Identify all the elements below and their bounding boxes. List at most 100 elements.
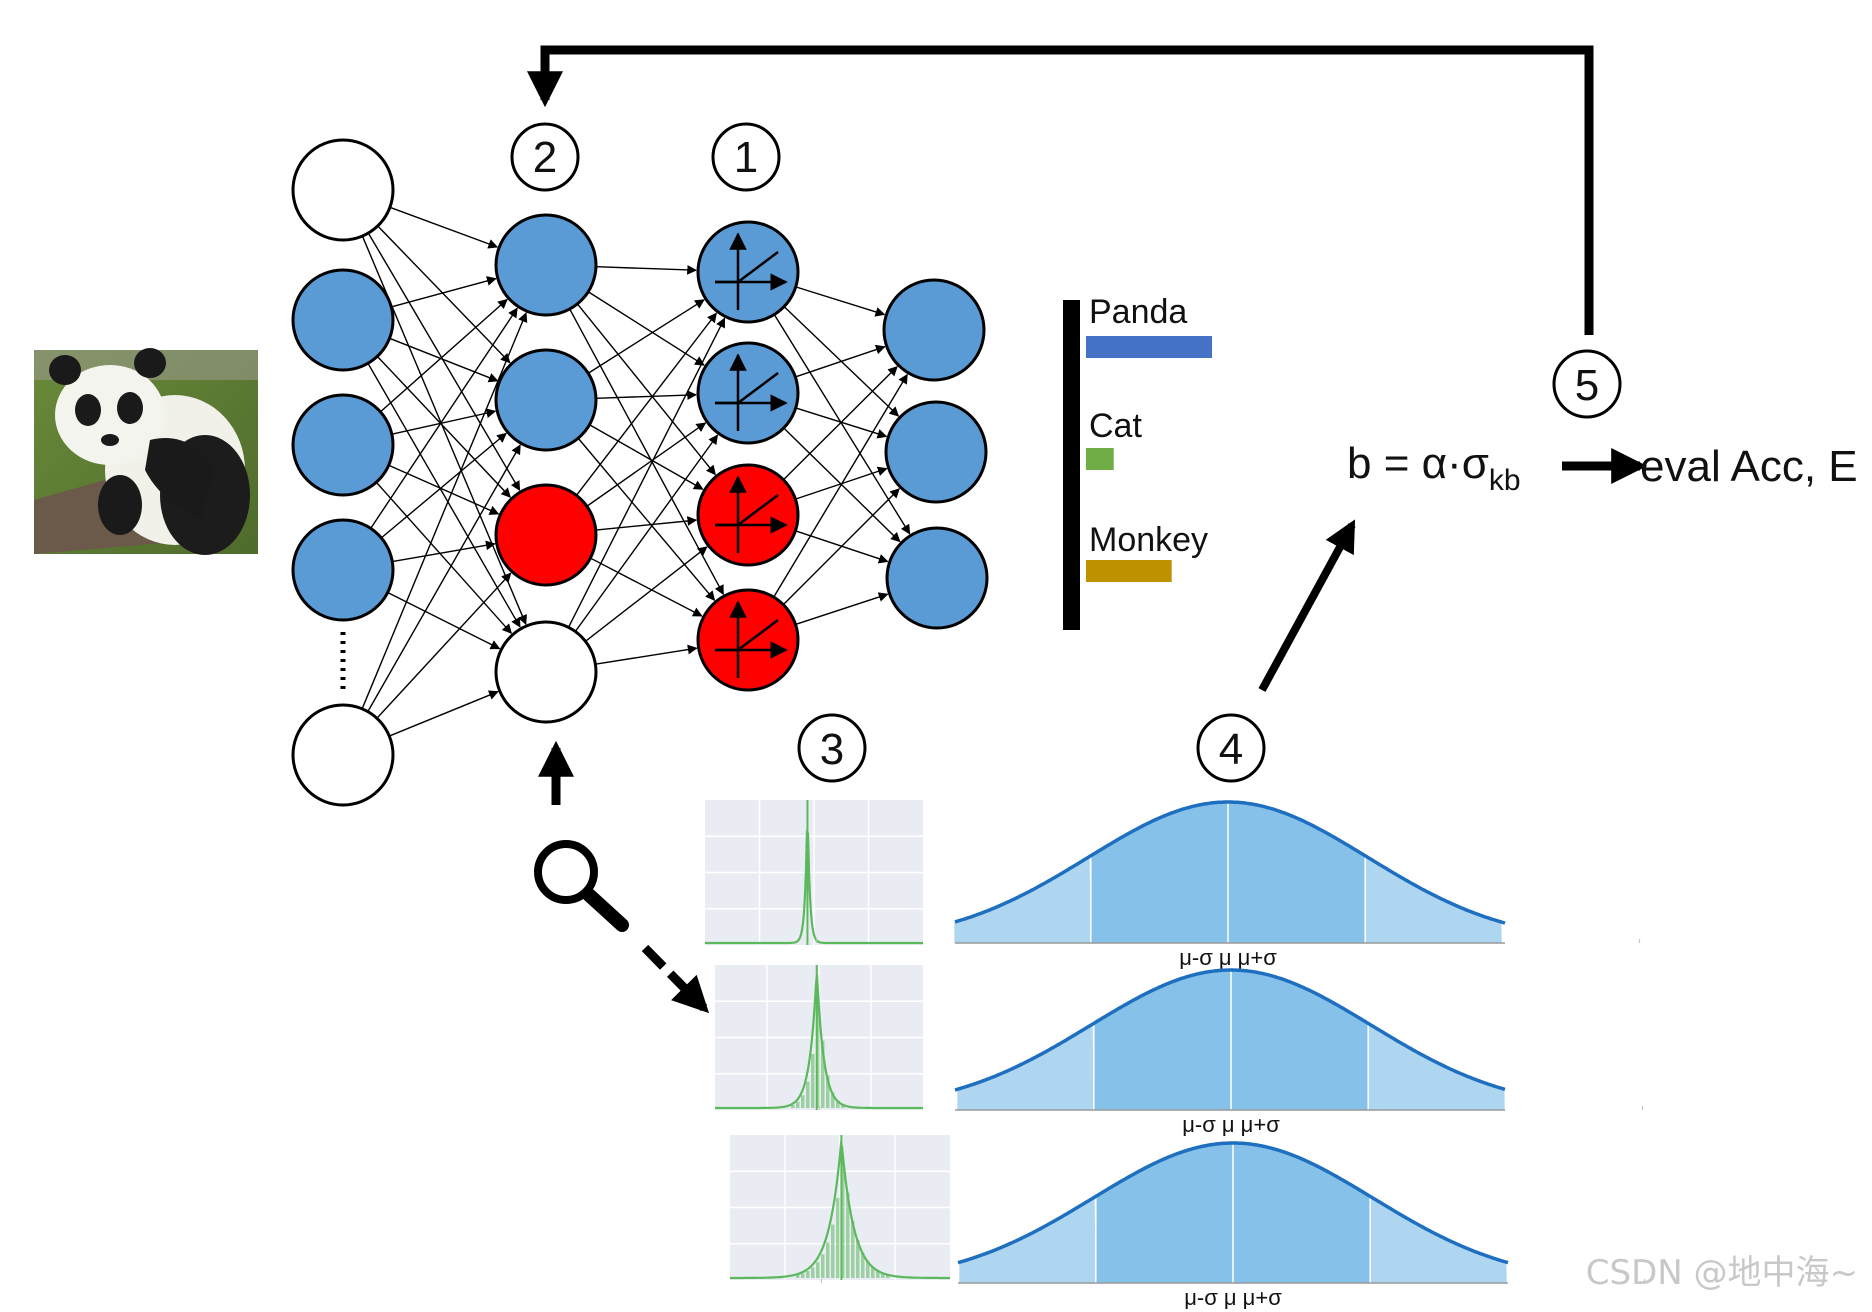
input-layer [291,138,395,807]
input-node [291,518,395,622]
network-edge [587,291,705,366]
network-edge [391,408,497,435]
network-edge [361,312,528,710]
relu-node [696,220,800,324]
panda-input-image [34,348,258,555]
relu-node [696,341,800,445]
eval-result-text: eval Acc, E [1640,442,1858,491]
network-edge [370,307,518,529]
normal-distribution: μ-σ μ μ+σ [820,1141,1646,1310]
network-edge [773,373,908,598]
output-node [882,278,986,382]
hidden-node [494,348,598,452]
hidden-node [494,620,598,724]
input-node [291,268,395,372]
svg-text:b = α·σkb: b = α·σkb [1347,439,1521,497]
relu-icon [715,232,788,310]
class-score-bar [1086,560,1172,582]
svg-text:4: 4 [1219,725,1243,774]
network-edge [367,232,521,492]
step-marker-3: 3 [797,713,867,783]
watermark: CSDN @地中海~ [1585,1253,1858,1293]
network-edge [379,298,508,413]
hidden-node-highlighted [494,483,598,587]
step-marker-2: 2 [510,122,580,192]
network-edge [773,314,911,535]
activation-histogram [705,800,923,945]
network-edge [795,344,886,378]
relu-node-highlighted [696,463,800,567]
network-edge [575,312,717,496]
network-edge [595,516,698,531]
output-node [884,400,988,504]
input-node [291,393,395,497]
activation-histograms [705,800,950,1280]
sigma-range-label: μ-σ μ μ+σ [1179,945,1277,970]
network-edge [392,540,496,563]
network-edge [795,286,886,317]
step-marker-5: 5 [1552,349,1622,419]
network-connections [361,206,911,737]
distribution-to-formula-arrow [1258,519,1356,692]
sigma-range-label: μ-σ μ μ+σ [1184,1285,1282,1310]
network-edge [586,422,707,507]
output-node [885,526,989,630]
sigma-range-label: μ-σ μ μ+σ [1182,1112,1280,1137]
formula-subscript: kb [1489,464,1521,497]
relu-node-highlighted [696,588,800,692]
network-edge [574,434,719,632]
output-bars-axis [1063,300,1080,630]
network-edge [375,481,512,634]
normal-distribution: μ-σ μ μ+σ [818,968,1644,1137]
network-edge [595,644,698,665]
network-edge [377,225,511,364]
input-node [291,703,395,807]
normal-distribution: μ-σ μ μ+σ [815,800,1641,970]
input-node [291,138,395,242]
network-edge [367,444,521,712]
svg-text:1: 1 [734,133,758,182]
network-edge [587,299,705,374]
hidden-node [494,213,598,317]
network-edge [590,557,703,617]
network-edge [589,424,704,490]
network-edge [389,337,499,383]
network-edge [376,355,511,498]
network-edge [380,432,507,539]
network-edge [388,464,500,515]
network-edge [577,437,716,601]
step-marker-4: 4 [1196,713,1266,783]
network-edge [795,592,889,626]
hidden-layer-2 [494,213,598,724]
step-marker-1: 1 [711,122,781,192]
output-layer [882,278,989,630]
class-score-bar [1086,336,1212,358]
relu-icon [715,353,788,431]
relu-icon [715,475,788,553]
network-edge [585,546,708,642]
activation-layer [696,220,800,692]
network-edge [391,276,497,308]
relu-activation-icons [715,232,788,678]
scaling-formula: b = α·σkb [1347,439,1521,497]
class-label: Cat [1089,407,1142,445]
relu-icon [715,600,788,678]
svg-text:5: 5 [1575,361,1599,410]
class-label: Monkey [1089,521,1208,559]
class-label: Panda [1089,293,1187,331]
activation-histogram [730,1135,950,1280]
network-edge [595,390,698,401]
network-edge [782,365,898,481]
feedback-arrow [527,45,1594,335]
network-edge [595,264,698,275]
formula-lhs: b = α·σ [1347,439,1489,488]
inspect-to-histogram-arrow [641,944,710,1014]
network-edge [576,303,716,476]
class-score-bar [1086,448,1114,470]
activation-histogram [715,965,923,1110]
network-edge [389,690,499,737]
network-edge [782,488,900,606]
svg-text:2: 2 [533,133,557,182]
